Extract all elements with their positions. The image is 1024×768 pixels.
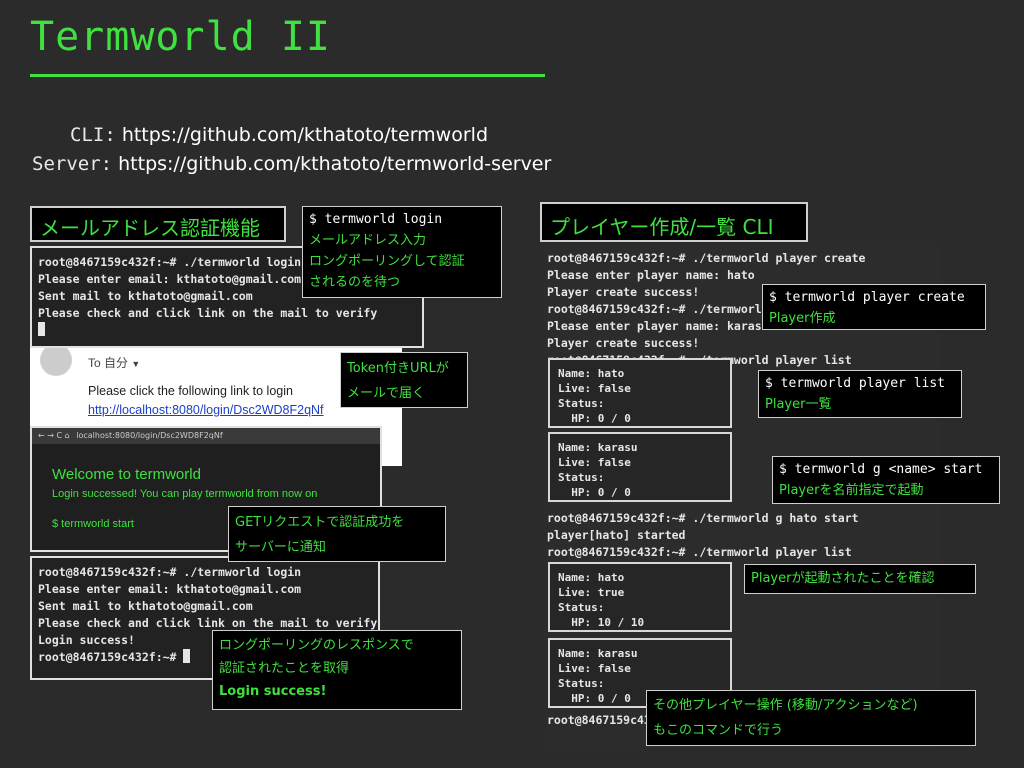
note-other-operations: その他プレイヤー操作 (移動/アクションなど) もこのコマンドで行う [646, 690, 976, 746]
welcome-heading: Welcome to termworld [52, 466, 201, 483]
terminal-line: player[hato] started [547, 528, 686, 542]
note-command: $ termworld player create [769, 290, 965, 305]
chevron-down-icon[interactable]: ▼ [131, 359, 141, 369]
player-card: Name: karasu Live: false Status: HP: 0 /… [548, 638, 732, 708]
terminal-line: Please enter email: kthatoto@gmail.com [38, 272, 302, 286]
server-link-row: Server: https://github.com/kthatoto/term… [32, 153, 551, 175]
server-url[interactable]: https://github.com/kthatoto/termworld-se… [118, 153, 552, 175]
terminal-line: Please enter player name: karasu [547, 319, 769, 333]
terminal-line: root@8467159c432f:~# ./termworld login [38, 565, 302, 579]
email-login-link[interactable]: http://localhost:8080/login/Dsc2WD8F2qNf [88, 403, 324, 417]
note-text: サーバーに通知 [235, 540, 326, 555]
terminal-line: root@8467159c432f:~# ./termworld g hato … [547, 511, 859, 525]
note-long-polling: ロングポーリングのレスポンスで 認証されたことを取得 Login success… [212, 630, 462, 710]
note-command: $ termworld player list [765, 376, 946, 391]
note-text: その他プレイヤー操作 (移動/アクションなど) [653, 698, 918, 713]
terminal-line: Please check and click link on the mail … [38, 306, 378, 320]
note-player-start: $ termworld g <name> start Playerを名前指定で起… [772, 456, 1000, 504]
note-token: Token付きURLが メールで届く [340, 352, 468, 408]
page-title: Termworld II [30, 14, 331, 60]
note-text: されるのを待つ [309, 275, 401, 290]
note-player-list: $ termworld player list Player一覧 [758, 370, 962, 418]
note-text: Player作成 [769, 311, 836, 326]
home-icon[interactable]: ⌂ [64, 431, 70, 440]
terminal-prompt: root@8467159c432f:~# [38, 650, 177, 664]
terminal-cursor [183, 649, 191, 663]
reload-icon[interactable]: C [56, 431, 63, 440]
player-cli-heading: プレイヤー作成/一覧 CLI [540, 202, 808, 242]
note-text: Token付きURLが [347, 361, 449, 376]
server-label: Server: [32, 153, 113, 175]
terminal-line: Please enter email: kthatoto@gmail.com [38, 582, 302, 596]
terminal-cursor [38, 322, 45, 336]
player-card: Name: hato Live: false Status: HP: 0 / 0 [548, 358, 732, 428]
email-to: To 自分 ▼ [88, 356, 141, 370]
browser-toolbar: ← → C ⌂ localhost:8080/login/Dsc2WD8F2qN… [32, 428, 380, 444]
note-text: メールで届く [347, 386, 426, 401]
note-text: GETリクエストで認証成功を [235, 515, 405, 530]
terminal-line: Please enter player name: hato [547, 268, 755, 282]
note-text: メールアドレス入力 [309, 233, 427, 248]
title-underline [30, 74, 545, 77]
address-bar[interactable]: localhost:8080/login/Dsc2WD8F2qNf [76, 431, 223, 440]
terminal-line: Player create success! [547, 285, 700, 299]
email-auth-heading: メールアドレス認証機能 [30, 206, 286, 242]
terminal-line: Login success! [38, 633, 135, 647]
avatar [40, 344, 72, 376]
note-player-create: $ termworld player create Player作成 [762, 284, 986, 330]
note-get-request: GETリクエストで認証成功を サーバーに通知 [228, 506, 446, 562]
email-body: Please click the following link to login [88, 384, 293, 398]
note-text: もこのコマンドで行う [653, 723, 784, 738]
note-text: Playerを名前指定で起動 [779, 483, 924, 498]
note-text: ロングポーリングして認証 [309, 254, 465, 269]
terminal-line: root@8467159c432f:~# ./termworld player … [547, 545, 852, 559]
cli-url[interactable]: https://github.com/kthatoto/termworld [121, 124, 488, 146]
back-icon[interactable]: ← [38, 431, 45, 440]
terminal-line: Sent mail to kthatoto@gmail.com [38, 599, 253, 613]
player-card: Name: hato Live: true Status: HP: 10 / 1… [548, 562, 732, 632]
note-command: $ termworld login [309, 212, 443, 227]
note-text: 認証されたことを取得 [219, 661, 350, 676]
terminal-line: root@8467159c432f:~# ./termworld login [38, 255, 302, 269]
cli-link-row: CLI: https://github.com/kthatoto/termwor… [70, 124, 488, 146]
forward-icon[interactable]: → [47, 431, 54, 440]
login-success-message: Login successed! You can play termworld … [52, 488, 318, 500]
cli-label: CLI: [70, 124, 116, 146]
note-confirm-start: Playerが起動されたことを確認 [744, 564, 976, 594]
note-login-success: Login success! [219, 684, 327, 699]
terminal-login-success: root@8467159c432f:~# ./termworld login P… [30, 556, 380, 680]
terminal-line: root@8467159c432f:~# ./termworld player … [547, 251, 866, 265]
note-text: Player一覧 [765, 397, 832, 412]
terminal-line: Please check and click link on the mail … [38, 616, 378, 630]
terminal-line: Player create success! [547, 336, 700, 350]
note-text: Playerが起動されたことを確認 [751, 571, 935, 586]
note-text: ロングポーリングのレスポンスで [219, 638, 414, 653]
terminal-line: root@8467159c432 [547, 713, 658, 727]
note-login: $ termworld login メールアドレス入力 ロングポーリングして認証… [302, 206, 502, 298]
note-command: $ termworld g <name> start [779, 462, 983, 477]
start-command-hint: $ termworld start [52, 518, 134, 530]
player-card: Name: karasu Live: false Status: HP: 0 /… [548, 432, 732, 502]
terminal-line: Sent mail to kthatoto@gmail.com [38, 289, 253, 303]
